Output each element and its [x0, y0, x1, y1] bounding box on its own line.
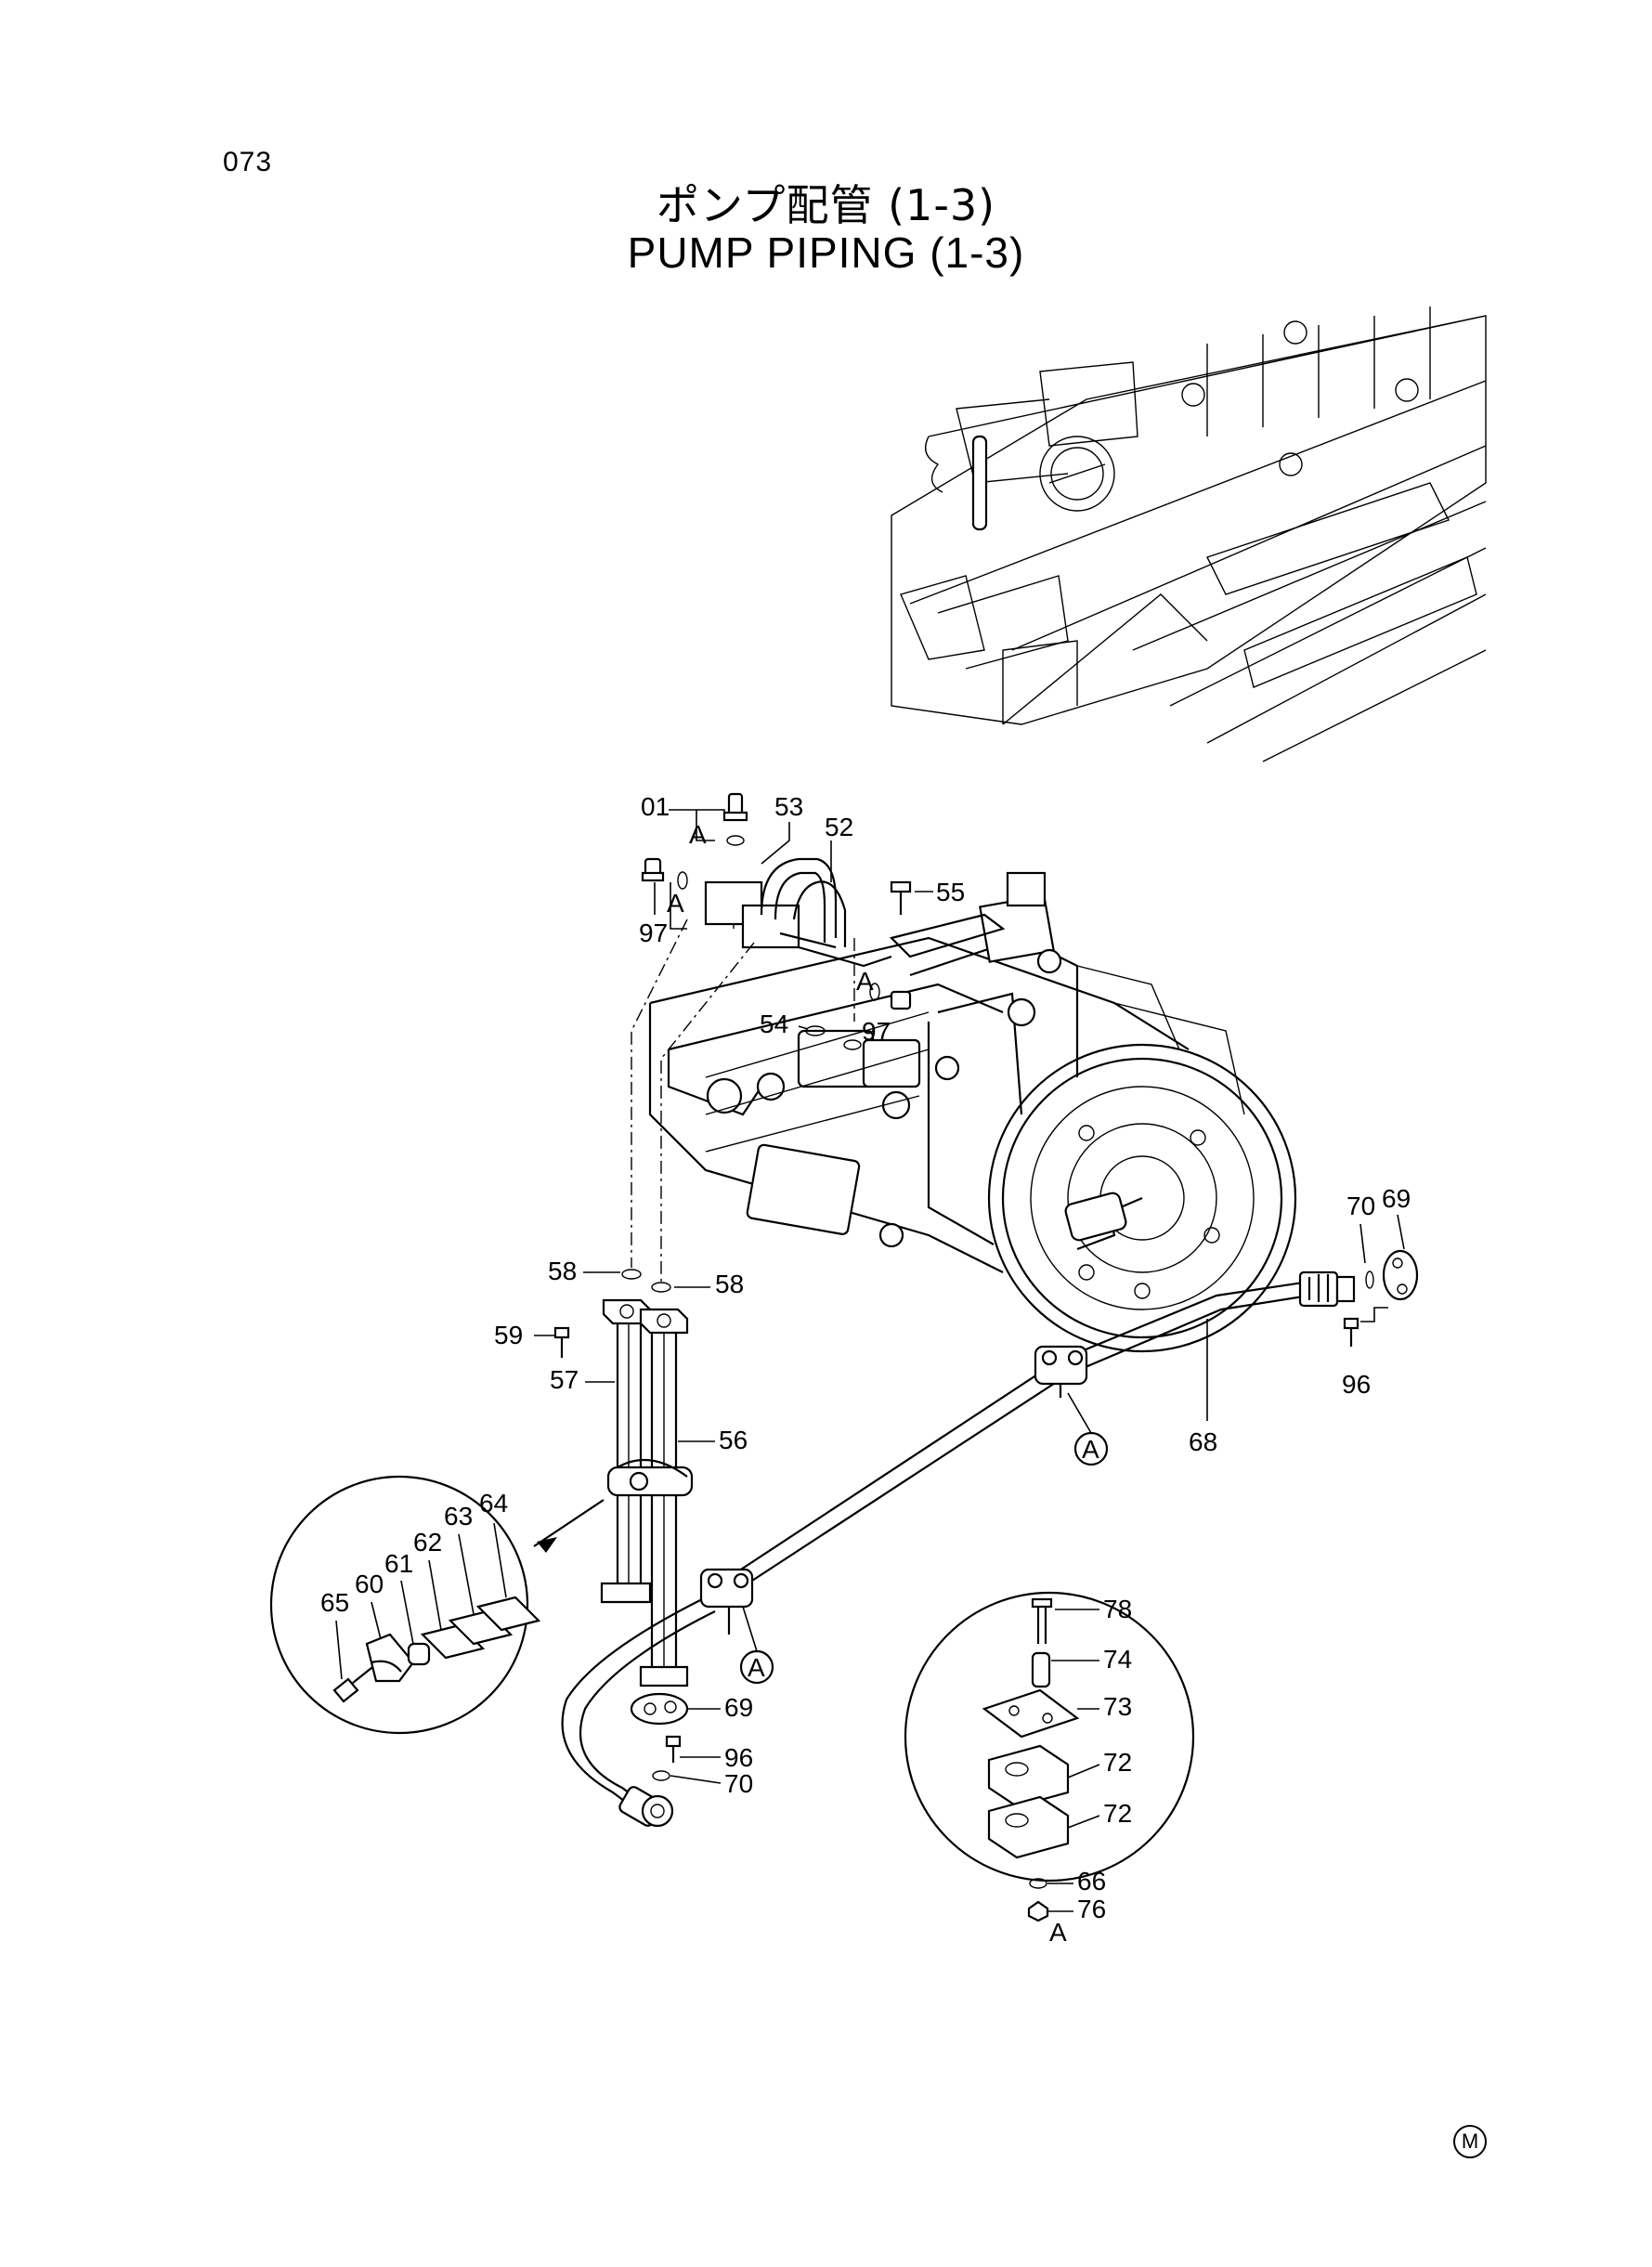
main-pump-assembly [648, 857, 1297, 1353]
hose-68 [561, 1270, 1356, 1828]
washer-66 [1029, 1878, 1047, 1889]
callout-74: 74 [1103, 1645, 1132, 1674]
corner-mark: M [1453, 2125, 1487, 2158]
callout-65: 65 [320, 1588, 349, 1617]
flange-69-lower [630, 1692, 689, 1726]
callout-55: 55 [936, 878, 965, 906]
callout-60: 60 [355, 1570, 384, 1598]
o-ring-70-lower [652, 1770, 670, 1781]
callout-59: 59 [494, 1321, 523, 1349]
callout-69-right: 69 [1382, 1184, 1411, 1213]
plate-64 [475, 1596, 541, 1632]
pipe-56 [639, 1308, 689, 1687]
callout-72-lower: 72 [1103, 1799, 1132, 1828]
callout-A-left: A [667, 889, 684, 918]
callout-58-right: 58 [715, 1270, 744, 1298]
view-marker-A-upper: A [1073, 1431, 1109, 1466]
callout-63: 63 [444, 1502, 473, 1531]
pipe-57 [600, 1298, 652, 1604]
view-marker-A-lower: A [739, 1649, 774, 1685]
o-ring-58-right [651, 1282, 671, 1293]
o-ring-54b [843, 1039, 862, 1050]
callout-61: 61 [384, 1549, 413, 1578]
o-ring-54 [805, 1025, 826, 1036]
callout-76: 76 [1077, 1895, 1106, 1923]
clamp-half-72-lower [987, 1795, 1070, 1859]
callout-A-mid: A [856, 967, 874, 996]
clamp-half-72-upper [987, 1744, 1070, 1808]
flange-69-right [1382, 1249, 1419, 1301]
title-english: PUMP PIPING (1-3) [627, 228, 1025, 277]
callout-78: 78 [1103, 1595, 1132, 1623]
callout-53: 53 [774, 792, 803, 821]
bolt-55 [890, 880, 912, 915]
svg-text:A: A [1082, 1435, 1099, 1464]
clamp-detail-right [904, 1591, 1195, 1922]
fitting-01 [722, 792, 748, 846]
callout-62: 62 [413, 1528, 442, 1557]
hose-clamp-lower [699, 1568, 754, 1635]
callout-72-upper: 72 [1103, 1748, 1132, 1777]
clamp-detail-left [269, 1475, 605, 1735]
callout-57: 57 [550, 1365, 579, 1394]
clamp-60 [365, 1633, 415, 1683]
nut-76 [1027, 1900, 1049, 1922]
callout-96-right: 96 [1342, 1370, 1371, 1399]
sleeve-74 [1031, 1651, 1051, 1688]
callout-97-upper: 97 [639, 919, 668, 947]
bolt-78 [1031, 1597, 1053, 1644]
o-ring-58-left [621, 1269, 642, 1280]
bolt-59 [553, 1326, 570, 1358]
callout-A-top: A [689, 820, 707, 849]
callout-73: 73 [1103, 1692, 1132, 1721]
plug-97-lower [869, 983, 912, 1010]
callout-56: 56 [719, 1426, 748, 1454]
callout-70-right: 70 [1346, 1192, 1375, 1220]
plate-73 [982, 1688, 1080, 1739]
pipe-clamp-assembly [606, 1458, 694, 1497]
bolt-96-right [1343, 1307, 1388, 1347]
callout-52: 52 [825, 813, 853, 841]
callout-01: 01 [641, 792, 670, 821]
callout-A-detail: A [1049, 1918, 1067, 1947]
callout-54: 54 [760, 1010, 788, 1038]
hose-clamp-upper [1034, 1345, 1088, 1398]
callout-66: 66 [1077, 1867, 1106, 1896]
o-ring-70-right [1365, 1270, 1374, 1289]
bolt-96-lower [665, 1735, 682, 1763]
machine-frame-overview [891, 306, 1487, 762]
callout-70-lower: 70 [724, 1769, 753, 1798]
callout-96-lower: 96 [724, 1743, 753, 1772]
title-japanese: ポンプ配管 (1-3) [656, 180, 996, 230]
callout-68: 68 [1189, 1427, 1217, 1456]
plug-97-upper [641, 857, 688, 890]
svg-text:A: A [748, 1653, 765, 1682]
leader-lines [335, 809, 1405, 1912]
callout-58-left: 58 [548, 1257, 577, 1285]
spacer-61 [407, 1642, 431, 1666]
callout-97-lower: 97 [862, 1017, 891, 1046]
callout-64: 64 [479, 1489, 508, 1518]
page-number: 073 [223, 147, 273, 177]
callout-69-lower: 69 [724, 1693, 753, 1722]
